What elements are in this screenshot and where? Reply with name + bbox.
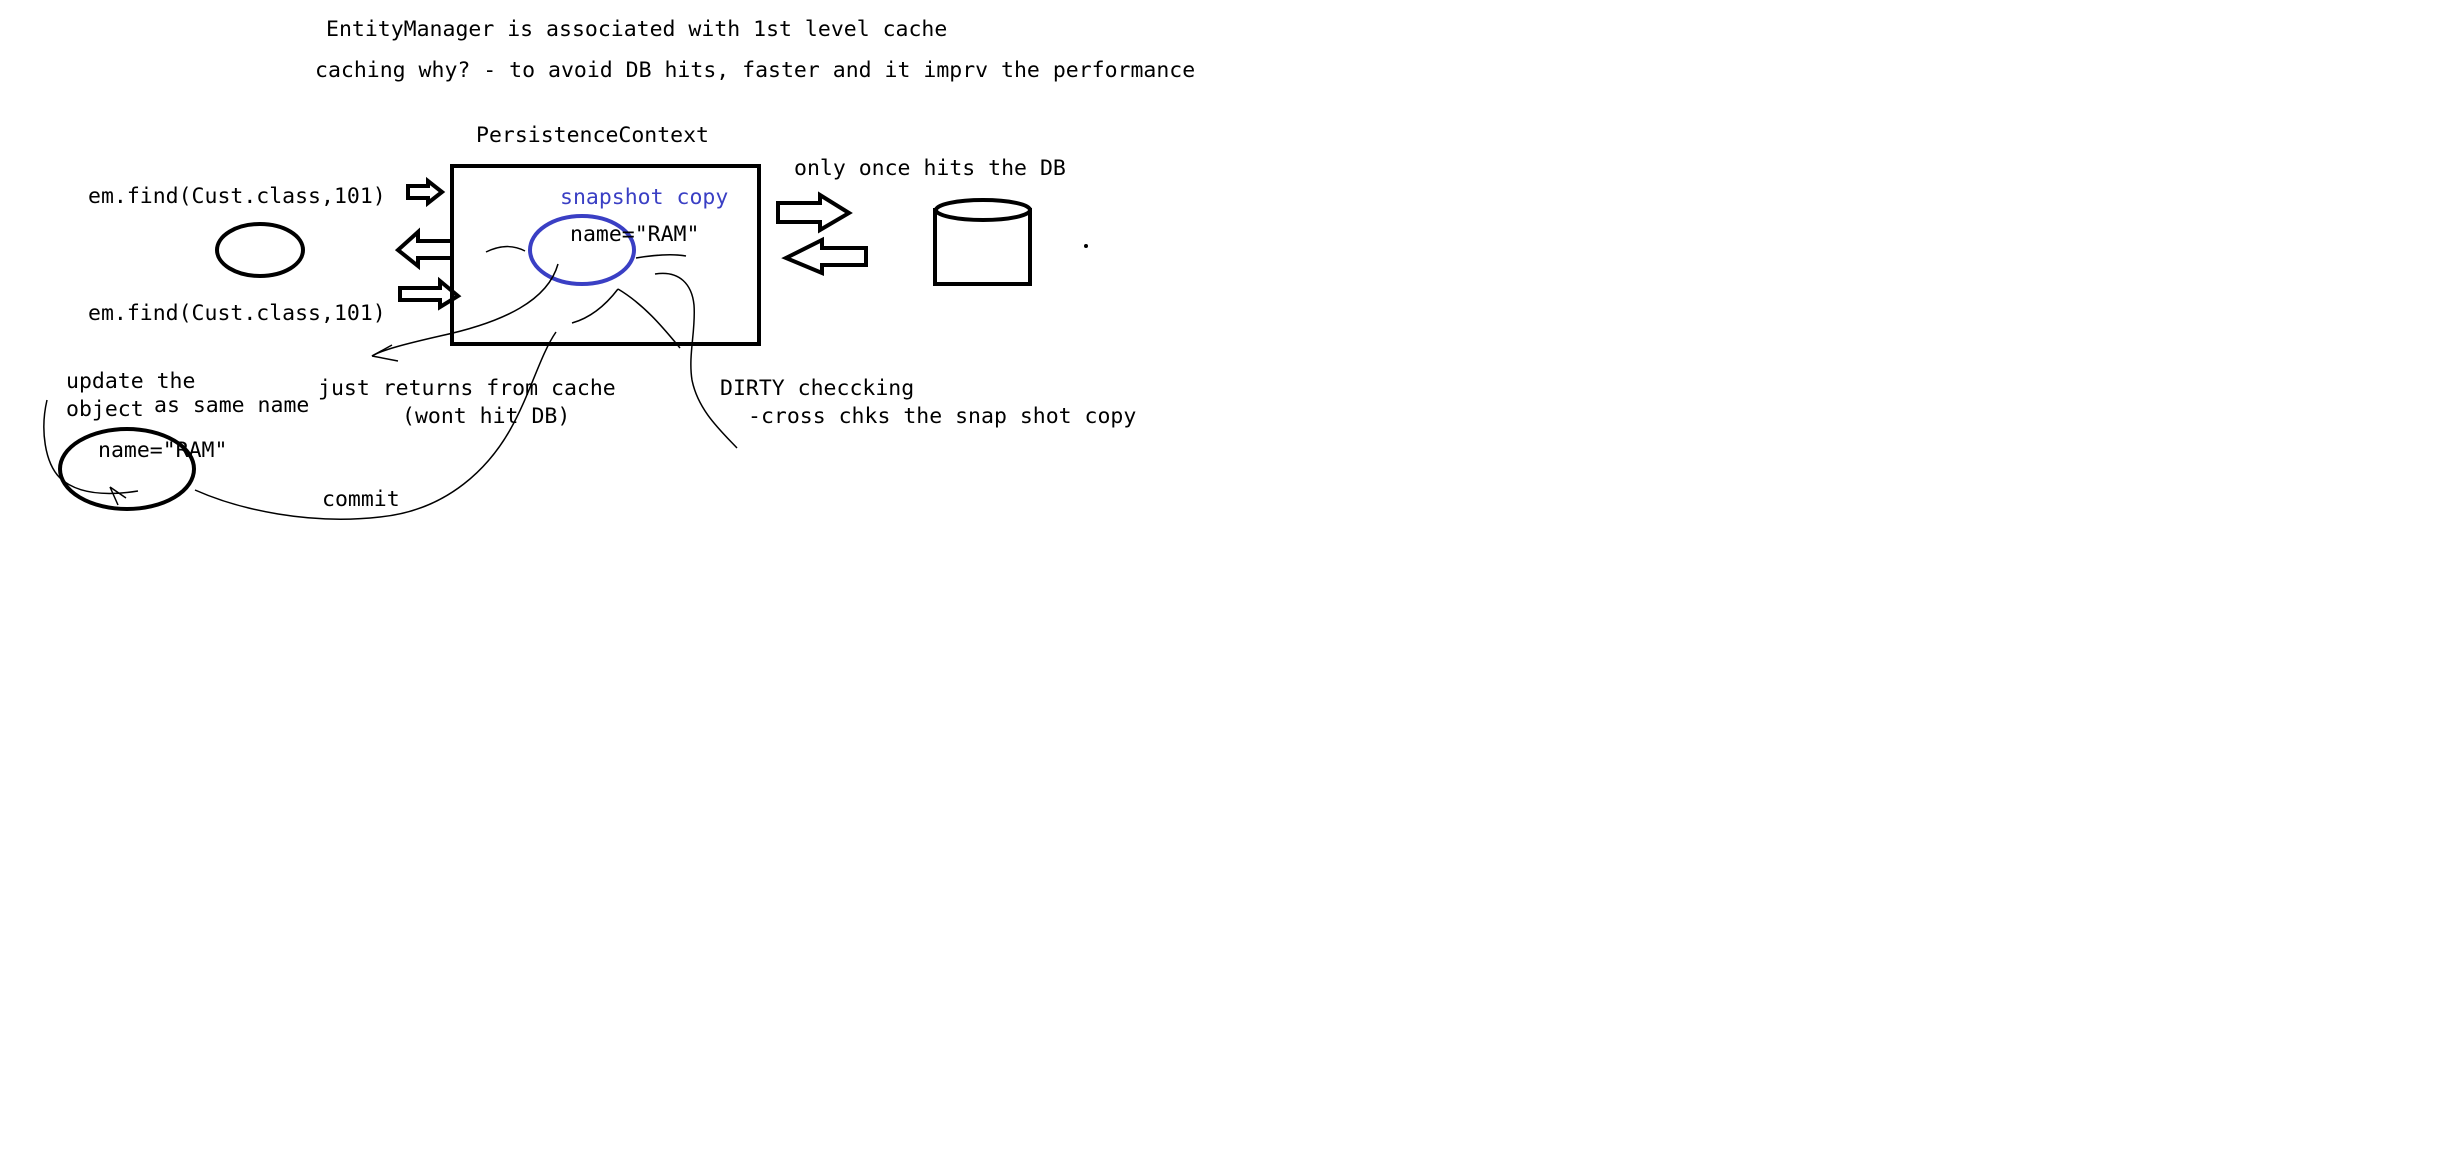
snapshot-down-curve	[571, 288, 619, 324]
returned-entity-ellipse	[215, 222, 305, 278]
stray-dot	[1084, 244, 1088, 248]
snapshot-ellipse	[528, 214, 636, 286]
find-second-arrow	[398, 276, 462, 311]
cached-value-text: name="RAM"	[570, 222, 699, 247]
commit-label: commit	[322, 487, 400, 512]
commit-curve	[194, 331, 557, 520]
snapshot-to-dirty-curve	[617, 288, 681, 349]
cache-return-curve-head	[371, 344, 399, 362]
snapshot-right-curve	[635, 253, 687, 259]
caching-why-note: caching why? - to avoid DB hits, faster …	[315, 58, 1195, 83]
find-first-arrow	[406, 176, 446, 208]
update-loop-head	[109, 486, 127, 506]
cache-return-line1: just returns from cache	[318, 376, 616, 401]
arrow-from-db	[781, 236, 868, 276]
update-loop-curve	[43, 399, 139, 495]
dirty-check-curve	[654, 272, 738, 449]
updated-object-ellipse	[58, 427, 196, 511]
snapshot-link-curve	[485, 245, 526, 253]
dirty-checking-title: DIRTY checcking	[720, 376, 914, 401]
cache-return-curve	[371, 263, 559, 357]
cache-return-line2: (wont hit DB)	[402, 404, 570, 429]
persistence-context-title: PersistenceContext	[476, 123, 709, 148]
find-call-first: em.find(Cust.class,101)	[88, 184, 386, 209]
em-cache-note: EntityManager is associated with 1st lev…	[326, 17, 947, 42]
snapshot-copy-label: snapshot copy	[560, 185, 728, 210]
update-line1: update the	[66, 369, 195, 394]
database-cylinder	[933, 198, 1032, 286]
find-call-second: em.find(Cust.class,101)	[88, 301, 386, 326]
return-arrow	[394, 227, 454, 271]
updated-object-value: name="RAM"	[98, 438, 227, 463]
arrow-to-db	[776, 191, 853, 234]
dirty-checking-description: -cross chks the snap shot copy	[748, 404, 1136, 429]
db-hit-note: only once hits the DB	[794, 156, 1066, 181]
update-line2: object	[66, 397, 144, 422]
update-line2-suffix: as same name	[154, 393, 309, 418]
